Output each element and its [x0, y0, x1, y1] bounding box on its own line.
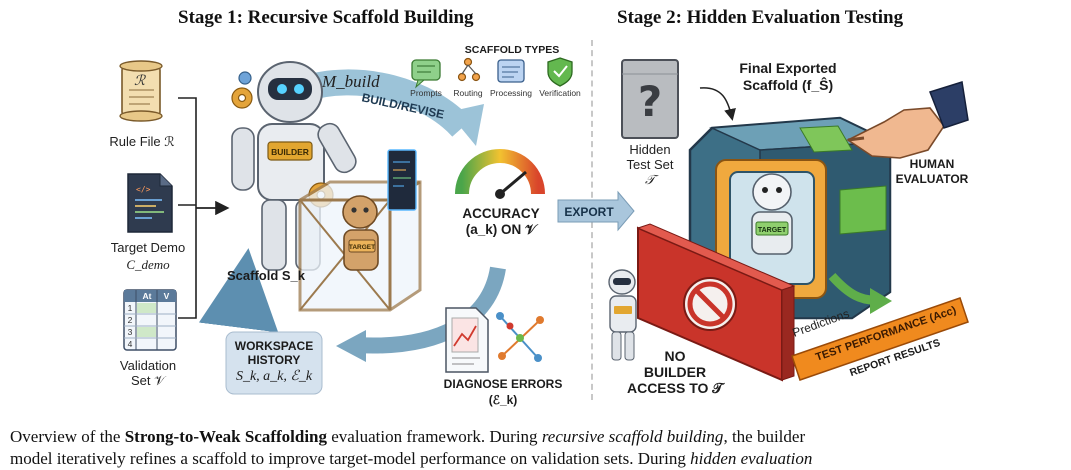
caption-phase-1: recursive scaffold building [541, 427, 724, 446]
error-report-document-icon [445, 307, 489, 373]
inputs-bracket [178, 97, 197, 319]
workspace-history-title-1: WORKSPACE [234, 339, 314, 353]
table-header-at: At [142, 291, 152, 301]
caption-text: Overview of the [10, 427, 125, 446]
figure-caption-line2: model iteratively refines a scaffold to … [10, 448, 1065, 470]
workspace-history-vars: S_k, a_k, ℰ_k [235, 369, 313, 384]
no-access-barrier [636, 223, 796, 382]
figure-caption-line1: Overview of the Strong-to-Weak Scaffoldi… [10, 426, 1065, 448]
accuracy-label: ACCURACY [462, 206, 540, 221]
export-label: EXPORT [564, 205, 614, 219]
human-evaluator-label-2: EVALUATOR [895, 172, 969, 186]
validation-set-label: Validation [119, 358, 177, 373]
caption-text: evaluation framework. During [327, 427, 542, 446]
scaffold-type-prompts: Prompts [410, 88, 442, 98]
hidden-test-set-label-2: Test Set [626, 157, 674, 172]
svg-text:ℛ: ℛ [134, 74, 146, 89]
hidden-test-set-label-1: Hidden [629, 142, 671, 157]
export-arrow [557, 190, 635, 232]
human-hand-icon [846, 81, 969, 159]
caption-text: , the builder [723, 427, 806, 446]
rule-file-scroll-icon: ℛ [119, 60, 163, 122]
rule-file-label: Rule File ℛ [109, 134, 175, 149]
scaffold-label: Scaffold S_k [226, 268, 306, 283]
target-robot-in-cube: TARGET [751, 173, 793, 255]
validation-table-icon [123, 289, 177, 351]
scaffold-type-processing: Processing [489, 88, 533, 98]
svg-text:TARGET: TARGET [758, 227, 787, 234]
svg-text:BUILDER: BUILDER [271, 147, 309, 157]
svg-text:</>: </> [136, 185, 151, 194]
scaffold-types-title: SCAFFOLD TYPES [464, 44, 560, 56]
routing-icon [457, 57, 481, 82]
accuracy-gauge [455, 149, 545, 199]
caption-framework-name: Strong-to-Weak Scaffolding [124, 427, 328, 446]
no-builder-label-3: ACCESS TO 𝒯 [626, 380, 724, 396]
stage2-title: Stage 2: Hidden Evaluation Testing [617, 7, 904, 28]
error-scatter-icon [496, 312, 544, 362]
no-builder-label-2: BUILDER [643, 364, 707, 380]
processing-icon [497, 59, 525, 83]
target-robot: TARGET [342, 195, 379, 271]
table-row-2: 2 [127, 315, 133, 325]
target-demo-symbol: C_demo [126, 257, 170, 272]
prompts-icon [411, 59, 441, 89]
workspace-history-box [225, 331, 323, 395]
stage1-title: Stage 1: Recursive Scaffold Building [178, 7, 474, 28]
target-demo-label: Target Demo [110, 240, 186, 255]
target-demo-document-icon: </> [127, 173, 173, 233]
hidden-test-set-symbol: 𝒯 [645, 172, 655, 187]
validation-set-symbol: Set 𝒱 [131, 373, 165, 388]
table-row-1: 1 [127, 303, 133, 313]
scaffold-type-routing: Routing [453, 88, 483, 98]
final-scaffold-title-2: Scaffold (f_Ŝ) [742, 77, 834, 93]
svg-text:TARGET: TARGET [349, 244, 375, 251]
hidden-test-set-icon: ? [621, 59, 679, 139]
table-row-3: 3 [127, 327, 133, 337]
test-performance-banner [791, 297, 969, 381]
diagnose-errors-label: DIAGNOSE ERRORS (ℰ_k) [443, 377, 563, 407]
caption-text: model iteratively refines a scaffold to … [10, 449, 691, 468]
human-evaluator-label-1: HUMAN [909, 157, 955, 171]
scaffold-type-verification: Verification [539, 88, 581, 98]
table-header-v: V [163, 291, 170, 301]
accuracy-subtitle: (a_k) ON 𝒱 [465, 222, 537, 237]
predictions-arrow [870, 288, 892, 314]
svg-text:?: ? [638, 77, 662, 126]
no-builder-label-1: NO [664, 348, 686, 364]
blocked-builder-robot [608, 269, 637, 361]
caption-phase-2: hidden evaluation [690, 449, 813, 468]
workspace-history-title-2: HISTORY [247, 353, 301, 367]
builder-model-label: M_build [322, 72, 380, 91]
final-scaffold-title-1: Final Exported [739, 60, 837, 76]
verification-shield-icon [547, 57, 573, 87]
table-row-4: 4 [127, 339, 133, 349]
